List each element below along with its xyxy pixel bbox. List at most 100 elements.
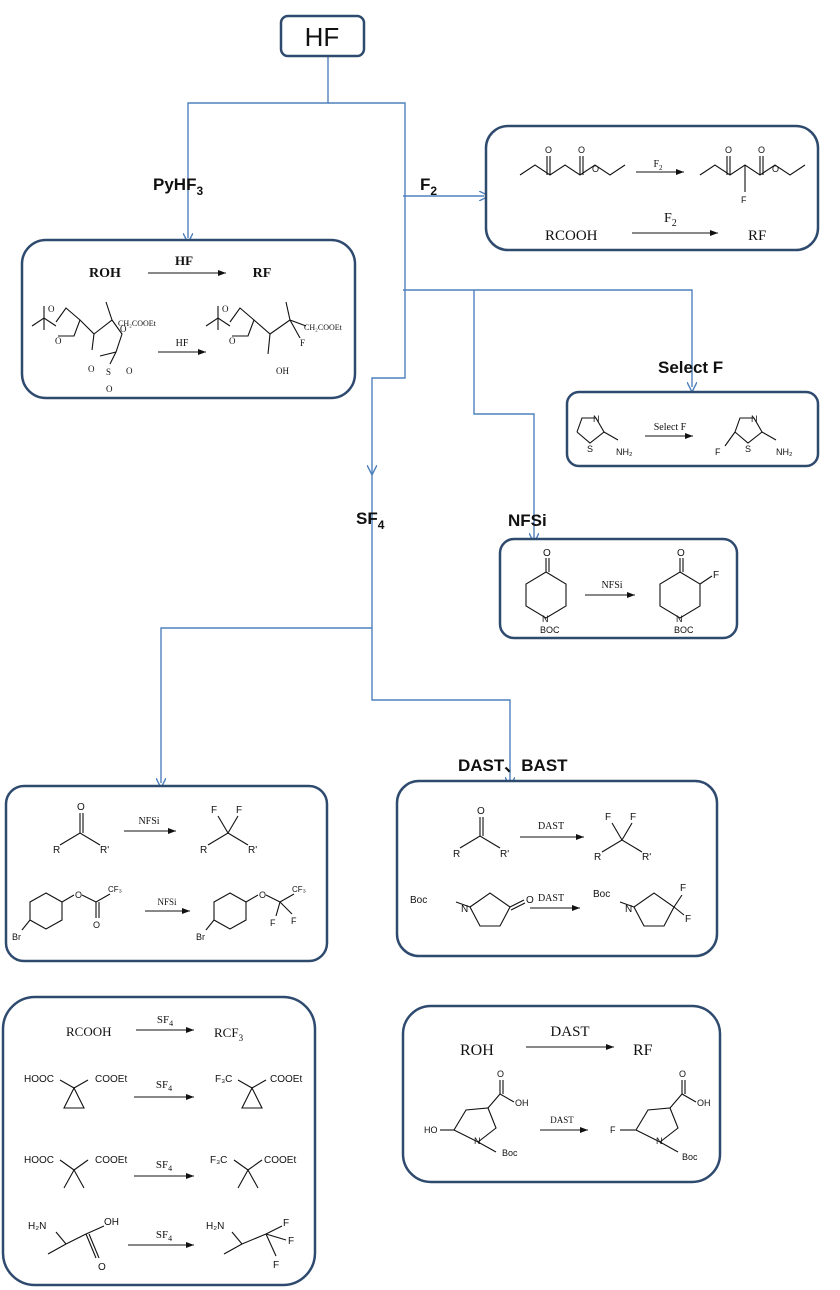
svg-text:O: O — [677, 548, 685, 559]
svg-text:Br: Br — [12, 932, 21, 942]
svg-text:N: N — [676, 614, 683, 624]
dast-roh-generic-product: RF — [633, 1042, 653, 1059]
selectf-reaction-box: N S NH₂ Select F N F S NH₂ — [565, 390, 820, 468]
svg-text:HOOC: HOOC — [24, 1155, 54, 1166]
svg-text:O: O — [543, 548, 551, 559]
sf4-row2-reactant: HOOC COOEt — [24, 1074, 127, 1109]
hf-example-product-structure: O O F OH CH₂COOEt — [205, 301, 343, 376]
svg-text:F: F — [300, 338, 305, 348]
dast-reaction-box: O R R' DAST F F R R' Boc N O DAST — [395, 779, 719, 958]
dast-roh-reaction-box: ROH DAST RF HO O OH N Boc DAST — [401, 1004, 722, 1184]
svg-text:CF₃: CF₃ — [108, 885, 122, 894]
sf4-row3-reagent: SF4 — [156, 1159, 172, 1173]
selectf-reactant-structure: N S NH₂ — [576, 414, 633, 457]
svg-text:O: O — [259, 890, 266, 900]
svg-text:NH₂: NH₂ — [616, 447, 633, 457]
dast-row1-reactant: O R R' — [453, 806, 509, 860]
svg-text:Boc: Boc — [682, 1152, 698, 1162]
svg-text:COOEt: COOEt — [270, 1074, 302, 1085]
svg-text:BOC: BOC — [674, 625, 694, 635]
f2-example-reagent: F2 — [653, 159, 663, 172]
svg-text:N: N — [625, 904, 632, 915]
branch-label-f2: F2 — [420, 175, 437, 198]
hf-product-substituent: CH₂COOEt — [304, 323, 343, 332]
sf4-row1-reagent: SF4 — [157, 1014, 173, 1028]
dast-roh-generic-reagent: DAST — [550, 1024, 589, 1040]
svg-text:O: O — [592, 164, 599, 174]
dast-roh-generic-reactant: ROH — [460, 1042, 494, 1059]
dast-roh-reactant-structure: HO O OH N Boc — [424, 1069, 529, 1158]
sf4-row4-product: H₂N F F F — [206, 1218, 294, 1271]
svg-text:O: O — [578, 145, 585, 155]
hf-example-reagent: HF — [176, 338, 189, 349]
svg-text:R': R' — [248, 845, 257, 856]
dast-roh-product-structure: F O OH N Boc — [610, 1069, 711, 1162]
svg-text:N: N — [542, 614, 549, 624]
svg-text:F: F — [283, 1218, 289, 1229]
branch-label-sf4: SF4 — [356, 509, 385, 532]
branch-label-nfsi: NFSi — [508, 511, 547, 530]
svg-text:F₃C: F₃C — [210, 1155, 227, 1166]
svg-text:O: O — [679, 1069, 686, 1079]
svg-text:N: N — [656, 1136, 663, 1146]
svg-text:O: O — [126, 366, 133, 376]
f2-reaction-box: O O O F2 O O O F RCOOH F2 RF — [484, 124, 820, 252]
svg-text:R: R — [594, 852, 601, 863]
branch-label-dast-bast: DAST、BAST — [458, 756, 568, 775]
svg-text:HO: HO — [424, 1125, 438, 1135]
svg-text:N: N — [474, 1136, 481, 1146]
hf-reactant-substituent: CH₂COOEt — [118, 319, 157, 328]
hf-generic-reagent: HF — [175, 253, 193, 268]
nfsi-reaction-box: O N BOC NFSi O F N BOC — [498, 537, 739, 640]
svg-text:O: O — [758, 145, 765, 155]
svg-text:F: F — [610, 1125, 616, 1135]
sf4-row3-reactant: HOOC COOEt — [24, 1155, 127, 1189]
svg-text:R: R — [453, 849, 460, 860]
svg-text:O: O — [545, 145, 552, 155]
svg-text:H₂N: H₂N — [28, 1221, 46, 1232]
hf-reaction-box: ROH HF RF O O O O S O O CH₂COOEt HF — [20, 238, 357, 400]
selectf-reagent: Select F — [654, 422, 687, 433]
svg-text:O: O — [222, 304, 229, 314]
svg-text:O: O — [75, 890, 82, 900]
svg-text:O: O — [93, 920, 100, 930]
svg-text:O: O — [477, 806, 485, 817]
sf4-reaction-box: RCOOH SF4 RCF3 HOOC COOEt SF4 F₃C COOEt … — [1, 995, 317, 1287]
svg-text:O: O — [55, 336, 62, 346]
svg-text:Boc: Boc — [502, 1148, 518, 1158]
svg-text:OH: OH — [515, 1098, 529, 1108]
svg-text:NH₂: NH₂ — [776, 447, 793, 457]
dast-row2-product: Boc N F F — [593, 883, 691, 927]
svg-text:O: O — [48, 304, 55, 314]
svg-text:COOEt: COOEt — [95, 1155, 127, 1166]
nfsi-product-structure: O F N BOC — [659, 548, 719, 635]
dast-row2-reactant: Boc N O — [410, 892, 534, 927]
hf-generic-reactant: ROH — [89, 266, 121, 281]
sf4-row4-reactant: H₂N OH O — [28, 1217, 119, 1273]
svg-text:N: N — [461, 904, 468, 915]
svg-text:N: N — [751, 414, 758, 424]
svg-text:Br: Br — [196, 932, 205, 942]
branch-label-selectf: Select F — [658, 358, 723, 377]
dast-row1-product: F F R R' — [594, 812, 651, 863]
selectf-product-structure: N F S NH₂ — [715, 414, 793, 457]
svg-text:H₂N: H₂N — [206, 1221, 224, 1232]
svg-text:OH: OH — [697, 1098, 711, 1108]
svg-text:F: F — [741, 195, 747, 205]
nfsi-left-row1-product: F F R R' — [200, 805, 257, 856]
svg-text:F: F — [630, 812, 636, 823]
root-hf-node: HF — [279, 14, 366, 58]
svg-text:COOEt: COOEt — [95, 1074, 127, 1085]
svg-text:R': R' — [500, 849, 509, 860]
svg-text:R: R — [53, 845, 60, 856]
hf-generic-product: RF — [253, 266, 272, 281]
dast-roh-example-reagent: DAST — [550, 1115, 574, 1125]
svg-text:R': R' — [100, 845, 109, 856]
nfsi-left-reaction-box: O R R' NFSi F F R R' O CF₃ O Br NF — [4, 784, 329, 963]
svg-text:F: F — [291, 916, 297, 926]
svg-text:O: O — [98, 1262, 106, 1273]
svg-text:O: O — [526, 895, 534, 906]
svg-text:O: O — [120, 324, 127, 334]
svg-text:CF₃: CF₃ — [292, 885, 306, 894]
svg-text:F₃C: F₃C — [215, 1074, 232, 1085]
